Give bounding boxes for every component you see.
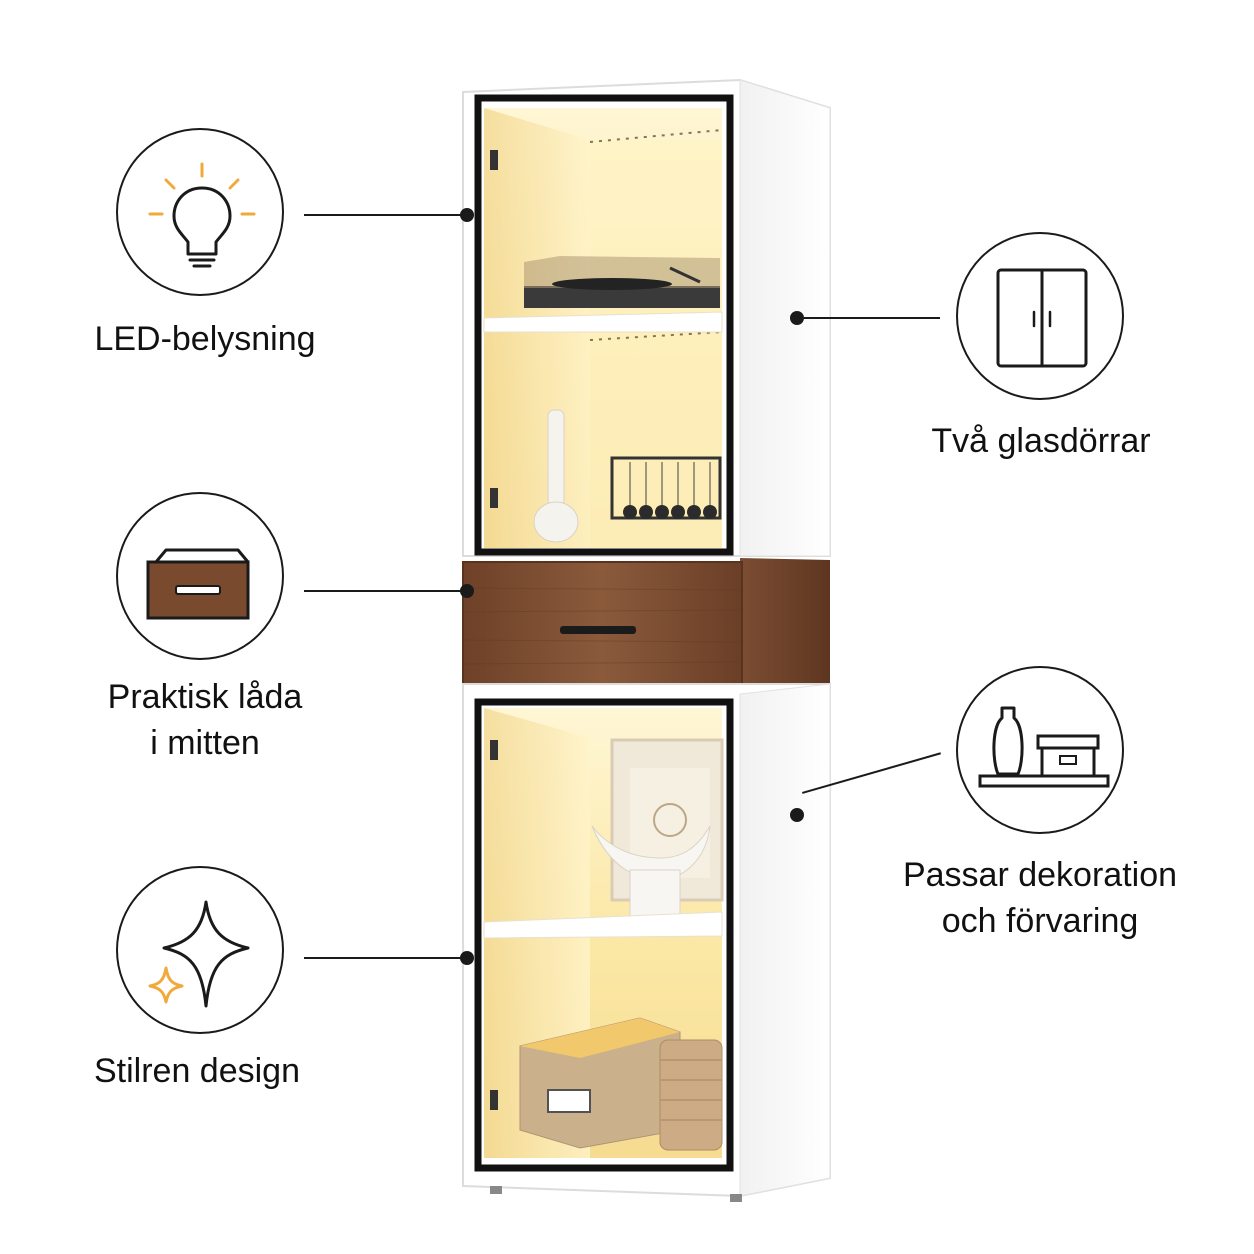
decor-feature-circle bbox=[956, 666, 1124, 834]
sparkle-icon bbox=[148, 900, 250, 1008]
decor-label-line2: och förvaring bbox=[941, 902, 1139, 940]
double-door-icon bbox=[996, 268, 1088, 368]
drawer-feature-circle bbox=[116, 492, 284, 660]
callout-dot-led bbox=[460, 208, 474, 222]
decor-label-line1: Passar dekoration bbox=[902, 856, 1178, 894]
callout-line-led bbox=[304, 214, 466, 216]
decor-feature-label: Passar dekoration och förvaring bbox=[880, 852, 1200, 944]
callout-dot-decor bbox=[790, 808, 804, 822]
lower-cabinet bbox=[462, 683, 831, 1202]
callout-dot-design bbox=[460, 951, 474, 965]
doors-feature-circle bbox=[956, 232, 1124, 400]
callout-dot-drawer bbox=[460, 584, 474, 598]
led-feature-circle bbox=[116, 128, 284, 296]
light-bulb-icon bbox=[148, 162, 256, 268]
drawer-label-line1: Praktisk låda bbox=[107, 678, 303, 716]
drawer-icon bbox=[146, 548, 250, 620]
upper-cabinet bbox=[462, 78, 831, 557]
drawer-label-line2: i mitten bbox=[150, 724, 260, 762]
design-feature-circle bbox=[116, 866, 284, 1034]
vase-and-box-icon bbox=[978, 706, 1110, 788]
callout-line-design bbox=[304, 957, 466, 959]
callout-line-doors bbox=[804, 317, 940, 319]
led-feature-label: LED-belysning bbox=[94, 320, 316, 358]
doors-feature-label: Två glasdörrar bbox=[931, 422, 1151, 460]
drawer-feature-label: Praktisk låda i mitten bbox=[60, 674, 350, 766]
callout-dot-doors bbox=[790, 311, 804, 325]
design-feature-label: Stilren design bbox=[93, 1052, 300, 1090]
walnut-drawer bbox=[462, 558, 830, 694]
callout-line-drawer bbox=[304, 590, 466, 592]
